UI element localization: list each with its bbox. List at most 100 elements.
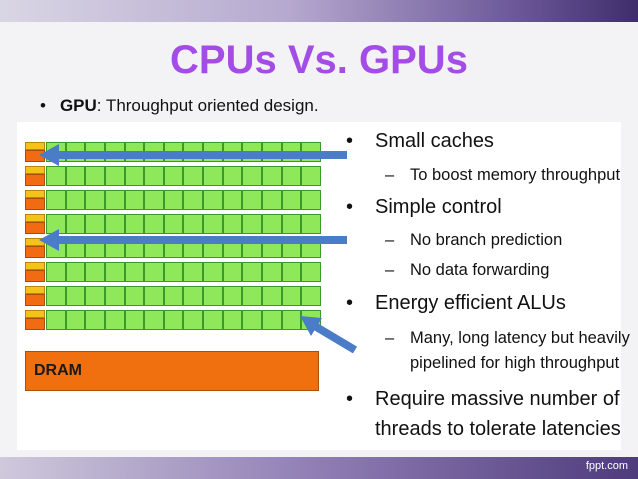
alu-strip <box>46 262 321 282</box>
alu-cell <box>124 286 145 306</box>
alu-strip <box>46 166 321 186</box>
alu-cell <box>124 262 145 282</box>
alu-cell <box>46 310 66 330</box>
alu-cell <box>163 310 184 330</box>
alu-cell <box>65 286 86 306</box>
control-unit <box>25 262 45 282</box>
alu-cell <box>281 166 302 186</box>
alu-cell <box>65 310 86 330</box>
intro-bullet: •GPU: Throughput oriented design. <box>40 96 319 116</box>
alu-cell <box>301 262 321 282</box>
alu-cell <box>65 190 86 210</box>
feature-text: No data forwarding <box>410 261 550 279</box>
alu-cell <box>301 286 321 306</box>
alu-cell <box>222 190 243 210</box>
feature-text: Energy efficient ALUs <box>375 292 566 314</box>
alu-cell <box>104 286 125 306</box>
feature-subitem: –No data forwarding <box>385 261 550 280</box>
alu-cell <box>242 166 263 186</box>
alu-cell <box>144 190 164 210</box>
core-row <box>25 286 321 306</box>
control-logic <box>25 174 45 186</box>
feature-text: Require massive number of <box>375 388 620 410</box>
alu-cell <box>203 166 223 186</box>
control-logic <box>25 198 45 210</box>
alu-cell <box>124 310 145 330</box>
feature-text: Small caches <box>375 130 494 152</box>
core-row <box>25 214 321 234</box>
feature-text: Many, long latency but heavily <box>410 329 630 347</box>
control-cache <box>25 310 45 318</box>
arrow-to-caches <box>39 144 347 166</box>
alu-cell <box>262 190 282 210</box>
alu-cell <box>144 262 164 282</box>
alu-cell <box>46 262 66 282</box>
bullet-dot-icon: • <box>346 292 354 314</box>
control-cache <box>25 190 45 198</box>
alu-cell <box>183 286 204 306</box>
core-row <box>25 166 321 186</box>
control-unit <box>25 214 45 234</box>
alu-cell <box>163 214 184 234</box>
alu-strip <box>46 310 321 330</box>
alu-cell <box>85 286 105 306</box>
alu-cell <box>242 286 263 306</box>
gpu-diagram-panel: DRAM •Small caches–To boost memory throu… <box>17 122 630 450</box>
alu-cell <box>203 214 223 234</box>
dram-block: DRAM <box>25 351 319 391</box>
alu-cell <box>203 310 223 330</box>
alu-cell <box>85 190 105 210</box>
alu-cell <box>222 310 243 330</box>
alu-cell <box>203 190 223 210</box>
dash-icon: – <box>385 231 395 249</box>
alu-cell <box>183 310 204 330</box>
alu-cell <box>183 190 204 210</box>
feature-item: •Simple control <box>346 196 502 219</box>
feature-subitem: pipelined for high throughput <box>410 354 619 373</box>
alu-cell <box>281 262 302 282</box>
alu-cell <box>46 190 66 210</box>
alu-cell <box>281 310 302 330</box>
alu-cell <box>281 286 302 306</box>
feature-subitem: –No branch prediction <box>385 231 562 250</box>
control-unit <box>25 310 45 330</box>
dash-icon: – <box>385 166 395 184</box>
alu-cell <box>222 262 243 282</box>
bullet-dot-icon: • <box>346 388 354 410</box>
alu-cell <box>281 214 302 234</box>
alu-cell <box>163 286 184 306</box>
control-cache <box>25 286 45 294</box>
alu-cell <box>124 166 145 186</box>
control-unit <box>25 166 45 186</box>
control-cache <box>25 262 45 270</box>
intro-bullet-text: : Throughput oriented design. <box>96 96 319 115</box>
control-logic <box>25 246 45 258</box>
bullet-dot-icon: • <box>40 96 46 115</box>
dash-icon: – <box>385 261 395 279</box>
alu-cell <box>242 190 263 210</box>
alu-cell <box>203 286 223 306</box>
arrow-to-alus <box>300 316 358 354</box>
alu-cell <box>144 214 164 234</box>
control-logic <box>25 294 45 306</box>
bullet-dot-icon: • <box>346 196 354 218</box>
alu-cell <box>183 214 204 234</box>
alu-cell <box>144 310 164 330</box>
alu-cell <box>104 190 125 210</box>
control-logic <box>25 318 45 330</box>
alu-cell <box>163 166 184 186</box>
control-cache <box>25 166 45 174</box>
alu-cell <box>262 166 282 186</box>
alu-cell <box>183 166 204 186</box>
alu-strip <box>46 190 321 210</box>
alu-cell <box>104 214 125 234</box>
alu-cell <box>262 214 282 234</box>
alu-cell <box>104 166 125 186</box>
control-cache <box>25 142 45 150</box>
dash-icon: – <box>385 329 395 347</box>
bullet-dot-icon: • <box>346 130 354 152</box>
alu-cell <box>46 166 66 186</box>
alu-cell <box>104 310 125 330</box>
alu-cell <box>163 262 184 282</box>
footer-logo-text: fppt.com <box>585 460 628 472</box>
